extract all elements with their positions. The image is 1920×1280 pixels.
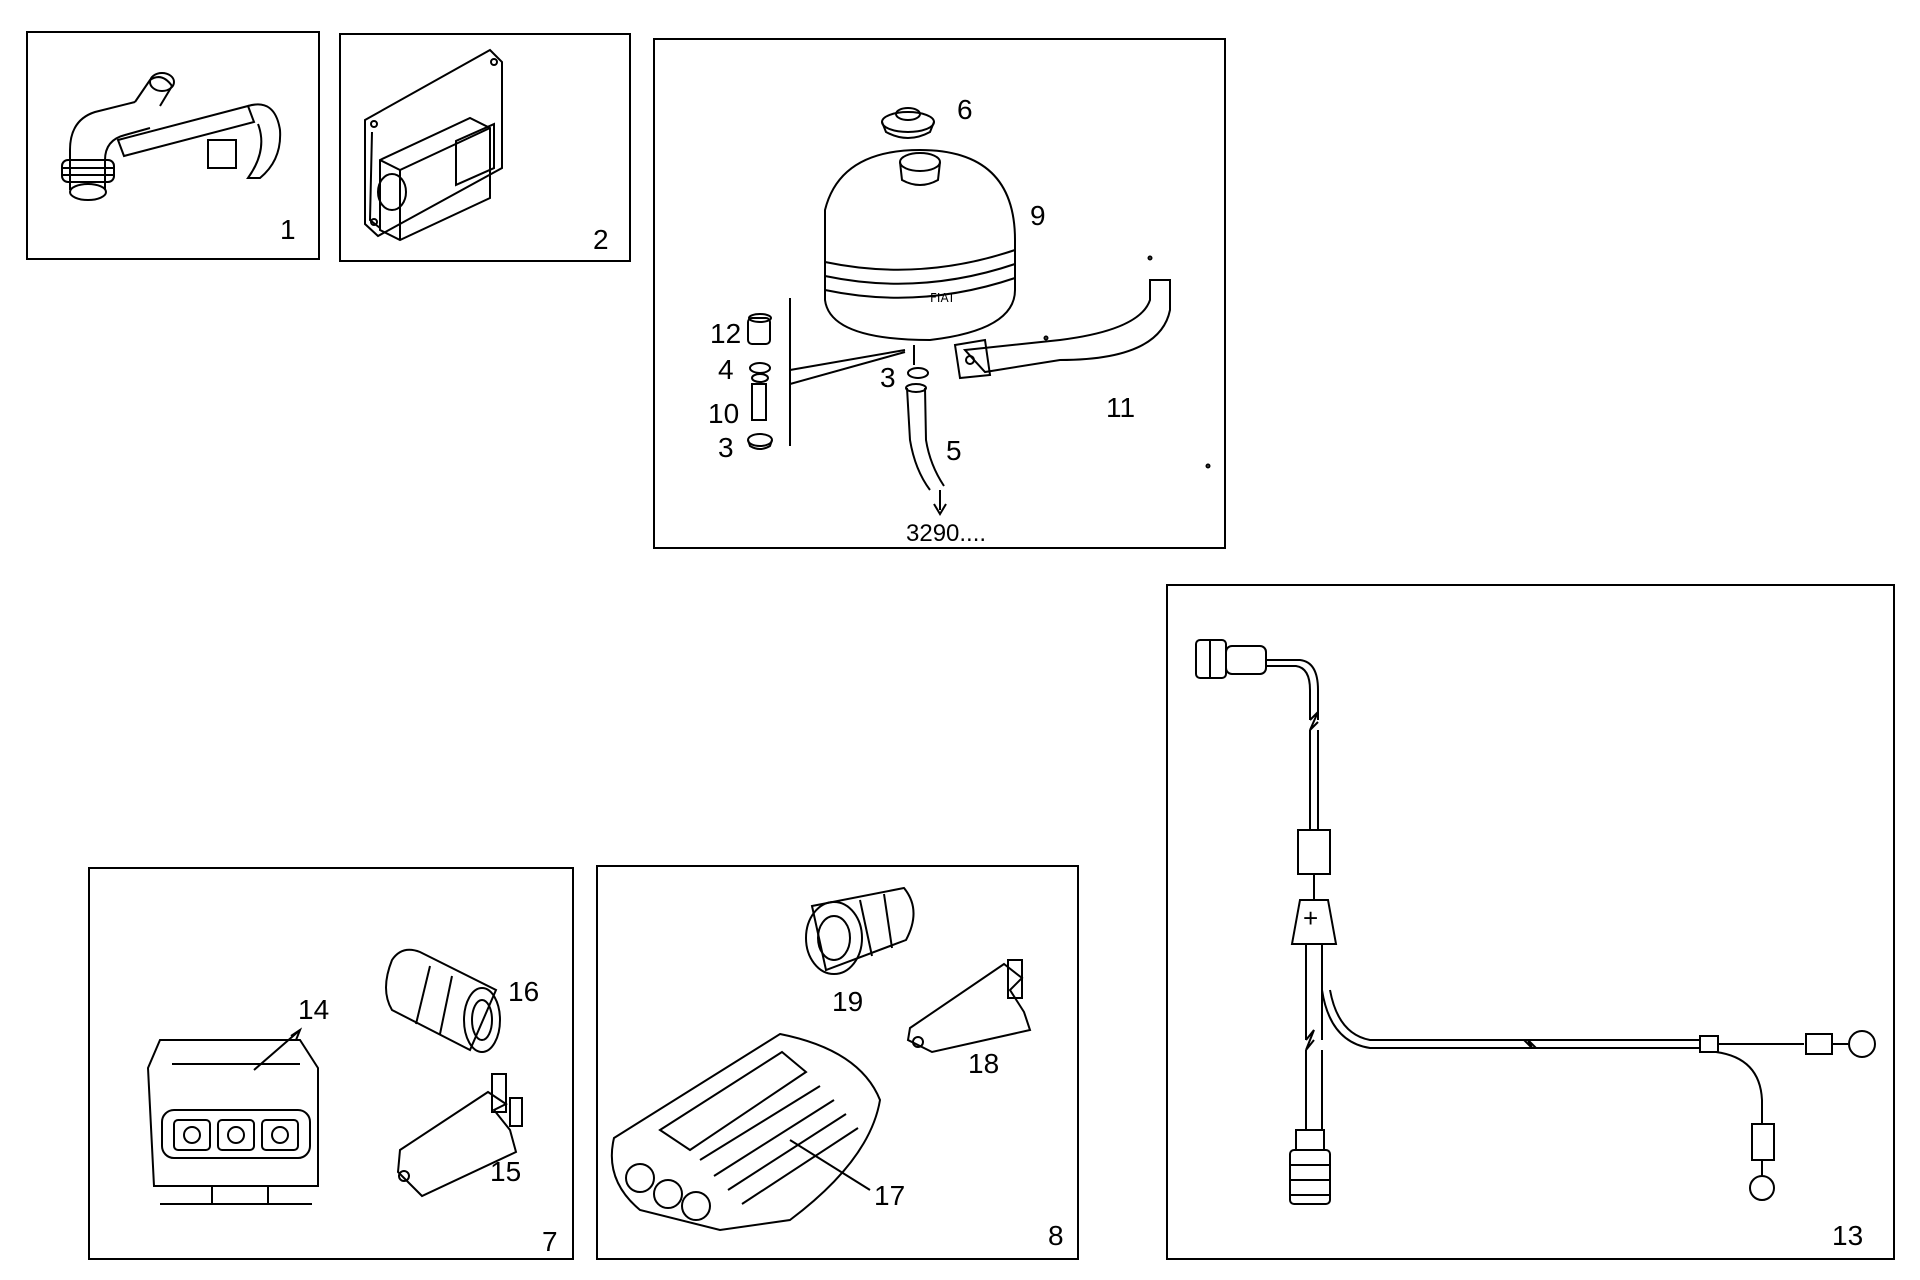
panel-8 [596, 865, 1079, 1260]
callout-12: 12 [710, 318, 742, 349]
callout-17: 17 [874, 1180, 906, 1211]
callout-5: 5 [946, 435, 962, 466]
panel-1 [26, 31, 320, 260]
panel-7 [88, 867, 574, 1260]
callout-18: 18 [968, 1048, 1000, 1079]
callout-15: 15 [490, 1156, 522, 1187]
reference-3290: 3290.... [906, 520, 987, 547]
callout-3-tank: 3 [880, 362, 896, 393]
panel-2-number: 2 [593, 224, 609, 255]
panel-3 [653, 38, 1226, 549]
callout-3-clip: 3 [718, 432, 734, 463]
callout-11: 11 [1106, 392, 1136, 423]
panel-7-number: 7 [542, 1226, 558, 1257]
panel-1-number: 1 [280, 214, 296, 245]
panel-13-number: 13 [1832, 1220, 1864, 1251]
callout-10: 10 [708, 398, 740, 429]
panel-2 [339, 33, 631, 262]
callout-14: 14 [298, 994, 330, 1025]
callout-4: 4 [718, 354, 734, 385]
panel-8-number: 8 [1048, 1220, 1064, 1251]
callout-6: 6 [957, 94, 973, 125]
fuse-plus-symbol: + [1303, 903, 1319, 933]
callout-16: 16 [508, 976, 540, 1007]
callout-9: 9 [1030, 200, 1046, 231]
panel-13 [1166, 584, 1895, 1260]
callout-19: 19 [832, 986, 864, 1017]
